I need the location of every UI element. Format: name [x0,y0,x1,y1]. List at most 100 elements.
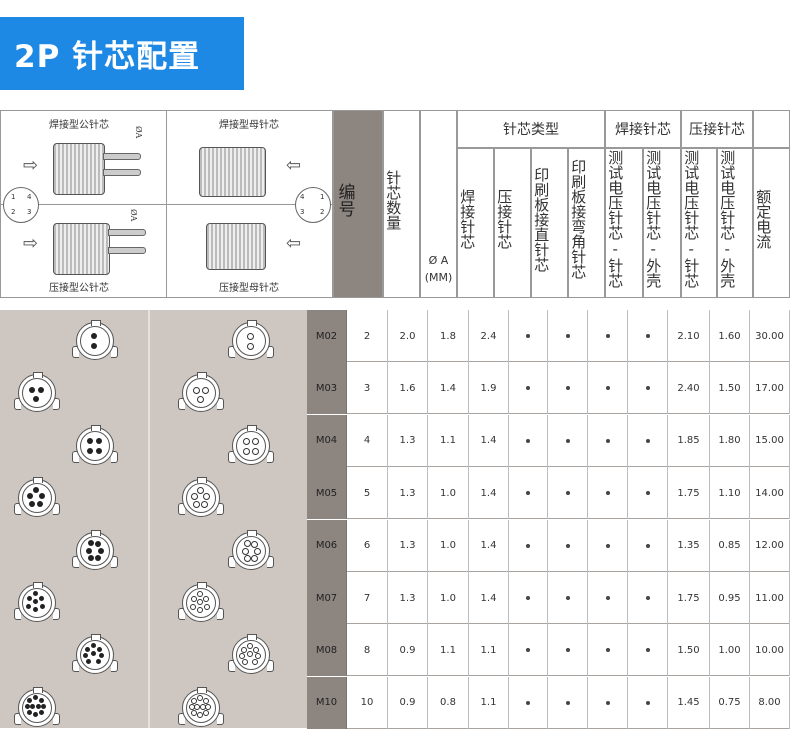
male-connector-icon [72,320,118,362]
header-solder-group: 焊接针芯 [605,110,681,148]
availability-dot [628,414,668,467]
crimp-female-connector [206,223,266,270]
cell-c: 1.4 [469,572,509,624]
cell-c: 1.4 [469,467,509,520]
cell-count: 6 [347,519,388,572]
availability-dot [588,519,628,572]
dot-icon [645,491,650,496]
dot-icon [565,596,570,600]
cell-code: M04 [307,414,347,467]
cell-b: 1.1 [428,414,469,467]
female-connector-icon [178,372,224,414]
female-connector-icon [228,320,274,362]
header-code: 编号 [333,110,383,298]
availability-dot [588,624,628,677]
header-pin-count: 针芯数量 [383,110,420,298]
pin [108,247,146,254]
availability-dot [509,519,548,572]
pin [103,169,141,176]
cell-a: 1.3 [388,519,428,572]
dot-icon [526,700,530,705]
cell-code: M06 [307,519,347,572]
cell-c: 1.4 [469,519,509,572]
dot-icon [645,596,650,600]
header-crimp-group: 压接针芯 [681,110,753,148]
cell-a: 1.6 [388,362,428,415]
cell-count: 5 [347,467,388,520]
arrow-right-icon: ⇨ [23,233,39,254]
male-connector-icon [72,424,118,467]
cell-v1: 1.45 [668,676,710,729]
dim-a-label: ØA [134,126,143,139]
dot-icon [605,648,610,653]
availability-dot [628,624,668,677]
dot-icon [565,386,570,391]
cell-a: 0.9 [388,676,428,729]
cell-v1: 1.75 [668,572,710,624]
header-solder-test-pin-shell: 测试电压针芯-外壳 [643,148,681,298]
dot-icon [645,700,650,705]
cell-v1: 1.85 [668,414,710,467]
availability-dot [628,310,668,362]
availability-dot [628,676,668,729]
availability-dot [548,572,588,624]
female-connector-icon [178,477,224,519]
cell-v1: 1.50 [668,624,710,677]
dot-icon [645,543,650,548]
availability-dot [548,310,588,362]
availability-dot [588,362,628,415]
cell-code: M07 [307,572,347,624]
cell-b: 0.8 [428,676,469,729]
pin [108,229,146,236]
dot-icon [526,543,530,548]
availability-dot [548,362,588,415]
availability-dot [628,467,668,520]
cell-cur: 17.00 [750,362,790,415]
availability-dot [509,414,548,467]
solder-female-connector [199,147,266,197]
diagram-divider-horizontal [1,204,332,205]
female-connector-icon [178,582,224,624]
availability-dot [509,676,548,729]
cell-v2: 1.80 [710,414,750,467]
cell-cur: 8.00 [750,676,790,729]
pin-face-male: 1 4 2 3 [3,187,39,223]
male-connector-icon [72,634,118,676]
pin [103,153,141,160]
cell-v2: 0.95 [710,572,750,624]
dim-a-label: ØA [129,209,138,222]
cell-a: 1.3 [388,467,428,520]
dot-icon [605,438,610,443]
cell-code: M02 [307,310,347,362]
cell-code: M05 [307,467,347,520]
dot-icon [645,438,650,443]
cell-code: M10 [307,676,347,729]
solder-male-connector [53,143,105,195]
dot-icon [605,491,610,496]
male-connector-icon [14,582,60,624]
female-connector-icon [228,529,274,572]
cell-a: 1.3 [388,414,428,467]
dot-icon [526,491,530,496]
header-dim-a: Ø A (MM) [420,110,457,298]
availability-dot [628,362,668,415]
cell-v1: 1.35 [668,519,710,572]
cell-c: 1.1 [469,624,509,677]
cell-b: 1.0 [428,467,469,520]
availability-dot [588,676,628,729]
availability-dot [628,519,668,572]
crimp-male-connector [53,223,110,275]
female-connector-icon [228,424,274,467]
cell-cur: 30.00 [750,310,790,362]
header-blank [753,110,790,148]
dot-icon [645,386,650,391]
header-type-pcb-angle: 印刷板接弯角针芯 [568,148,605,298]
cell-code: M03 [307,362,347,415]
cell-v1: 2.40 [668,362,710,415]
cell-b: 1.0 [428,519,469,572]
label-solder-female: 焊接型母针芯 [219,120,279,131]
availability-dot [548,519,588,572]
